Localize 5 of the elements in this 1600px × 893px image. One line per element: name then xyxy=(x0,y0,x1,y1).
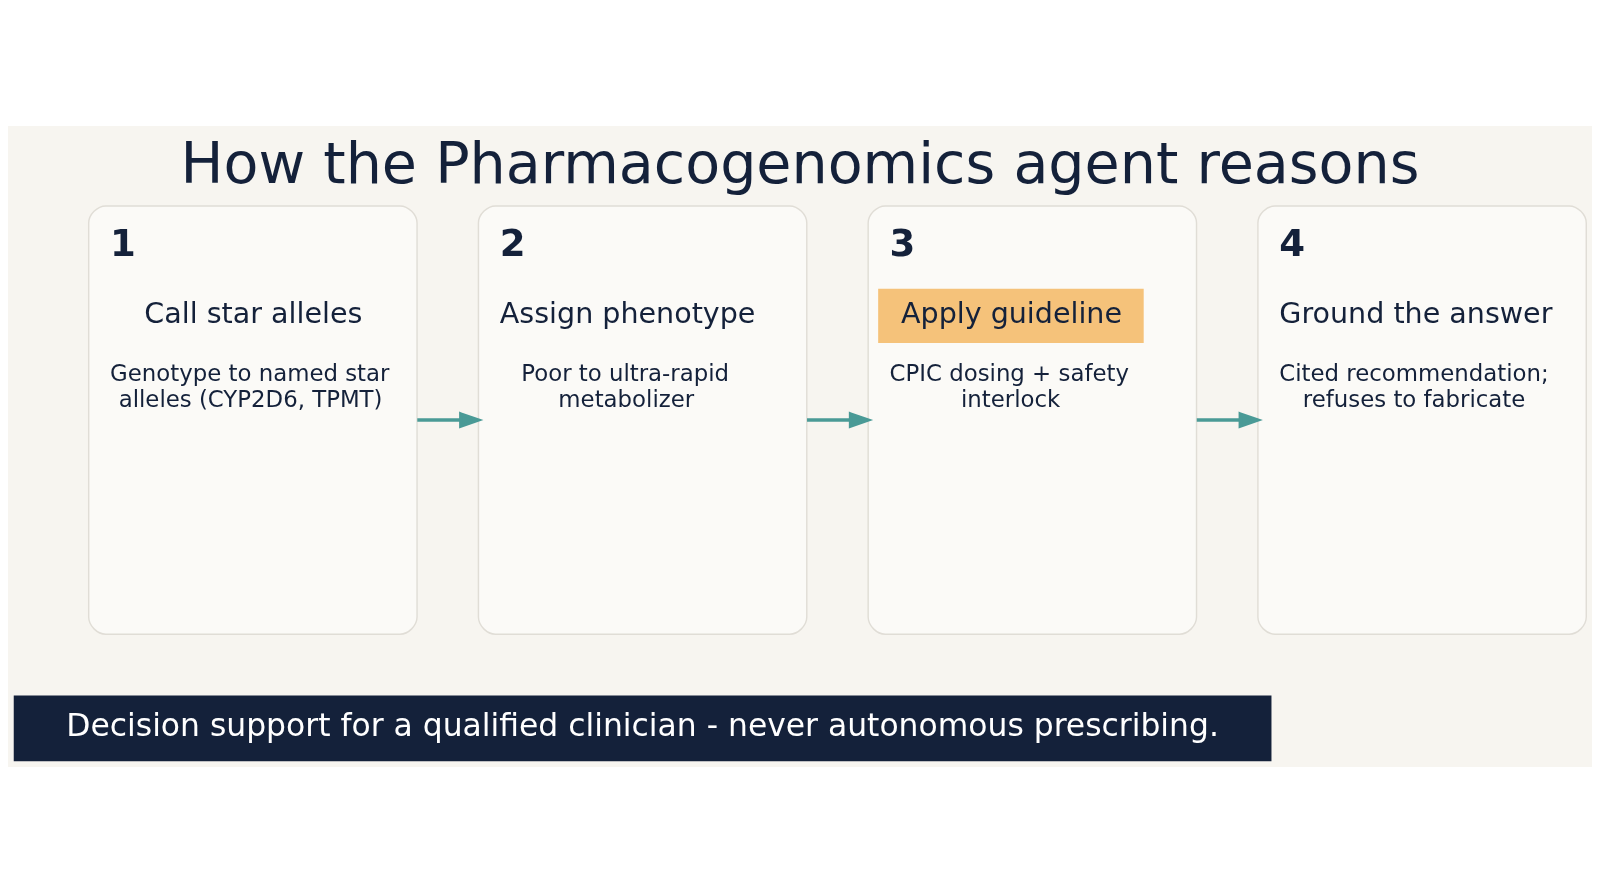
arrow xyxy=(417,411,484,429)
diagram-title: How the Pharmacogenomics agent reasons xyxy=(180,130,1420,197)
arrow xyxy=(807,411,874,429)
caption: Decision support for a qualified clinician - never autonomous prescribing. xyxy=(66,707,1219,744)
arrow xyxy=(1196,411,1263,429)
